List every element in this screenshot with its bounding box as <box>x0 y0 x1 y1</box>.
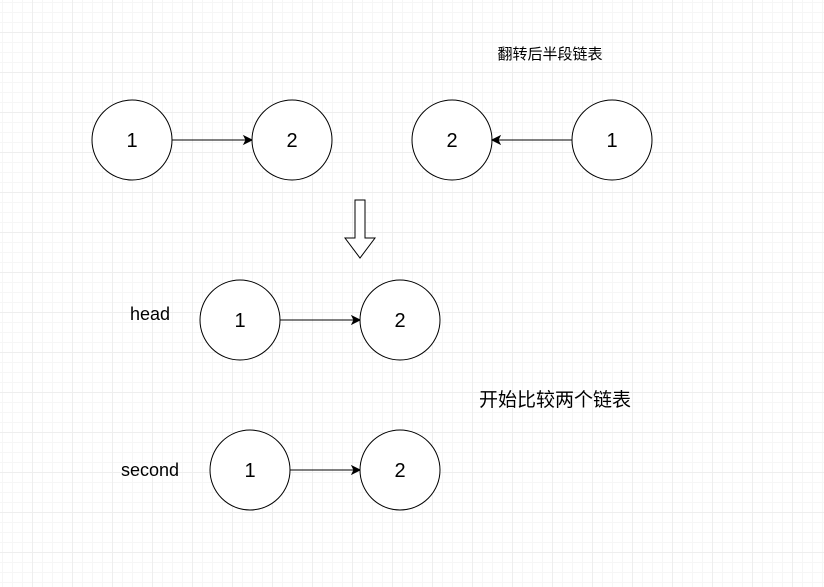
head-node-2[interactable]: 2 <box>359 279 441 361</box>
second-list: 1 2 <box>209 429 441 511</box>
node-value: 1 <box>126 130 137 152</box>
node-value: 1 <box>244 460 255 482</box>
head-edge-1-to-2 <box>280 314 362 326</box>
original-node-1[interactable]: 1 <box>91 99 173 181</box>
down-arrow-icon <box>344 199 376 259</box>
caption-reverse-second-half: 翻转后半段链表 <box>497 45 602 63</box>
arrowhead-icon <box>350 464 362 476</box>
caption-start-compare: 开始比较两个链表 <box>479 389 631 411</box>
second-edge-1-to-2 <box>290 464 362 476</box>
reversed-edge-1-to-2 <box>490 134 572 146</box>
node-value: 1 <box>234 310 245 332</box>
second-node-1[interactable]: 1 <box>209 429 291 511</box>
original-list: 1 2 <box>91 99 333 181</box>
head-label: head <box>130 304 170 324</box>
node-value: 2 <box>286 130 297 152</box>
original-edge-1-to-2 <box>172 134 254 146</box>
node-value: 1 <box>606 130 617 152</box>
node-value: 2 <box>394 310 405 332</box>
head-list: 1 2 <box>199 279 441 361</box>
reversed-node-1[interactable]: 1 <box>571 99 653 181</box>
head-node-1[interactable]: 1 <box>199 279 281 361</box>
original-node-2[interactable]: 2 <box>251 99 333 181</box>
reversed-list: 2 1 <box>411 99 653 181</box>
arrowhead-icon <box>490 134 502 146</box>
reversed-node-2[interactable]: 2 <box>411 99 493 181</box>
second-label: second <box>121 460 179 480</box>
second-node-2[interactable]: 2 <box>359 429 441 511</box>
arrowhead-icon <box>242 134 254 146</box>
arrowhead-icon <box>350 314 362 326</box>
node-value: 2 <box>446 130 457 152</box>
node-value: 2 <box>394 460 405 482</box>
